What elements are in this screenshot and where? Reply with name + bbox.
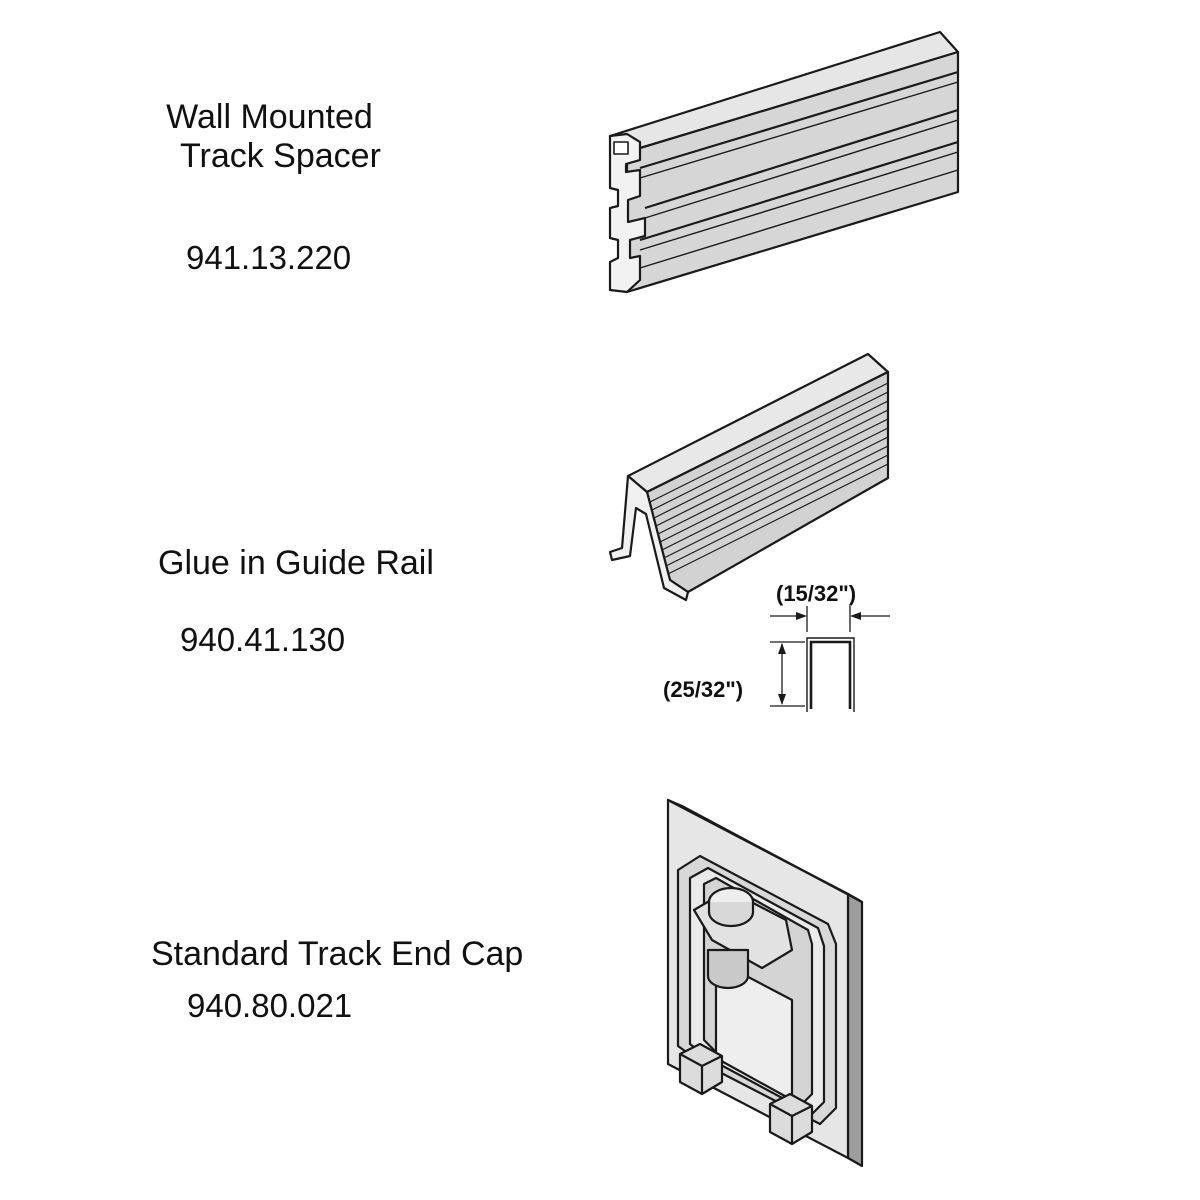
item-1-title: Wall Mounted Track Spacer bbox=[158, 98, 381, 176]
dimension-width-label: (15/32") bbox=[776, 581, 856, 606]
item-1-title-line2: Track Spacer bbox=[180, 137, 381, 175]
track-spacer-drawing bbox=[608, 30, 960, 294]
end-cap-drawing bbox=[666, 798, 864, 1168]
dimension-height-label: (25/32") bbox=[663, 677, 743, 702]
item-1-title-line1: Wall Mounted bbox=[166, 98, 373, 136]
item-3-title: Standard Track End Cap bbox=[151, 935, 524, 973]
item-3-part-number: 940.80.021 bbox=[187, 987, 353, 1024]
item-2-title: Glue in Guide Rail bbox=[158, 544, 434, 582]
guide-rail-drawing bbox=[608, 352, 890, 602]
item-1-part-number: 941.13.220 bbox=[186, 239, 352, 276]
item-2-part-number: 940.41.130 bbox=[180, 621, 346, 658]
guide-rail-dimension-diagram bbox=[770, 606, 890, 712]
